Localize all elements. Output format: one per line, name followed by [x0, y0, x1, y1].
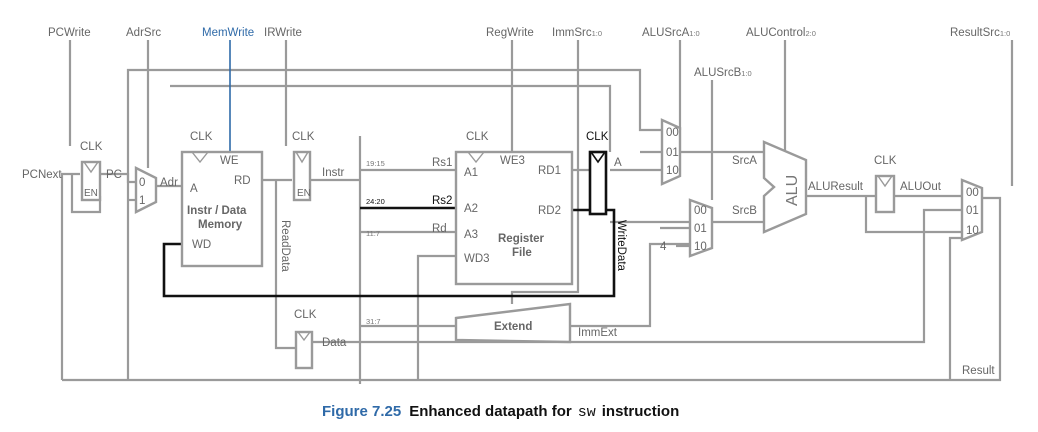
extend-label: Extend — [494, 321, 532, 333]
irwrite-label: IRWrite — [264, 27, 302, 39]
immsrc-label: ImmSrc1:0 — [552, 27, 602, 39]
adr-mux — [134, 166, 158, 214]
result-label: Result — [962, 365, 995, 377]
aluout-register — [874, 174, 896, 214]
regfile-we3: WE3 — [500, 155, 525, 167]
adr-mux-in1: 1 — [139, 195, 145, 207]
memwrite-label: MemWrite — [202, 27, 254, 39]
pc-label: PC — [106, 169, 122, 181]
bits-rd: 11:7 — [366, 229, 380, 238]
memory-title-2: Memory — [198, 219, 243, 231]
regfile-title-1: Register — [498, 233, 545, 245]
regfile-title-2: File — [512, 247, 532, 259]
memory-rd: RD — [234, 175, 251, 187]
srcb-mux — [688, 198, 714, 258]
writedata-label: WriteData — [615, 220, 627, 272]
clk-label-regfile: CLK — [466, 131, 489, 143]
pcwrite-label: PCWrite — [48, 27, 91, 39]
regfile-rd1: RD1 — [538, 165, 561, 177]
regfile-a1: A1 — [464, 167, 478, 179]
en-label-ir: EN — [297, 188, 311, 199]
memory-we: WE — [220, 155, 239, 167]
a-writedata-register — [588, 150, 608, 216]
caption-text: Enhanced datapath for — [409, 403, 572, 420]
caption-suffix: instruction — [602, 403, 680, 420]
bits-imm: 31:7 — [366, 317, 381, 326]
bits-rs1: 19:15 — [366, 159, 385, 168]
a-label: A — [614, 157, 622, 169]
srcb-mux-01: 01 — [694, 223, 707, 235]
clk-label-pc: CLK — [80, 141, 103, 153]
clk-label-aluout: CLK — [874, 155, 897, 167]
regfile-a3: A3 — [464, 229, 478, 241]
data-label: Data — [322, 337, 347, 349]
gray-wires — [60, 40, 1014, 384]
adr-label: Adr — [160, 177, 178, 189]
figure-caption: Figure 7.25 Enhanced datapath for sw instru… — [322, 403, 679, 421]
srca-mux-10: 10 — [666, 165, 679, 177]
memory-wd: WD — [192, 239, 211, 251]
regfile-rd2: RD2 — [538, 205, 561, 217]
extend-block — [454, 302, 572, 344]
aluresult-label: ALUResult — [808, 181, 864, 193]
alucontrol-label: ALUControl2:0 — [746, 27, 816, 39]
srcb-mux-00: 00 — [694, 205, 707, 217]
alusrcb-label: ALUSrcB1:0 — [694, 67, 752, 79]
regfile-wd3: WD3 — [464, 253, 490, 265]
result-mux-00: 00 — [966, 187, 979, 199]
pcnext-label: PCNext — [22, 169, 62, 181]
result-mux — [960, 178, 984, 242]
rs1-label: Rs1 — [432, 157, 452, 169]
readdata-label: ReadData — [279, 220, 291, 272]
pc-register — [80, 160, 102, 202]
srca-mux-00: 00 — [666, 127, 679, 139]
adrsrc-label: AdrSrc — [126, 27, 161, 39]
instruction-register — [292, 150, 312, 202]
aluout-label: ALUOut — [900, 181, 942, 193]
caption-code: sw — [578, 404, 596, 421]
alusrca-label: ALUSrcA1:0 — [642, 27, 700, 39]
resultsrc-label: ResultSrc1:0 — [950, 27, 1010, 39]
adr-mux-in0: 0 — [139, 177, 145, 189]
clk-label-ir: CLK — [292, 131, 315, 143]
clk-label-memory: CLK — [190, 131, 213, 143]
rd-label: Rd — [432, 223, 447, 235]
caption-number: Figure 7.25 — [322, 403, 401, 420]
srcb-mux-10: 10 — [694, 241, 707, 253]
result-mux-01: 01 — [966, 205, 979, 217]
highlighted-wires — [162, 206, 616, 298]
clk-label-a: CLK — [586, 131, 609, 143]
result-mux-10: 10 — [966, 225, 979, 237]
memory-a: A — [190, 183, 198, 195]
data-register — [294, 330, 314, 370]
rs2-label: Rs2 — [432, 195, 452, 207]
memory-title-1: Instr / Data — [187, 205, 247, 217]
clk-label-data: CLK — [294, 309, 317, 321]
en-label-pc: EN — [84, 188, 98, 199]
srca-label: SrcA — [732, 155, 757, 167]
alu-label: ALU — [784, 175, 801, 206]
register-file-block — [454, 150, 574, 286]
srca-mux-01: 01 — [666, 147, 679, 159]
srca-mux — [660, 118, 682, 186]
bits-rs2: 24:20 — [366, 197, 385, 206]
const-four: 4 — [660, 241, 667, 253]
immext-label: ImmExt — [578, 327, 618, 339]
alu-block — [762, 140, 808, 234]
memory-block — [180, 150, 264, 268]
regwrite-label: RegWrite — [486, 27, 534, 39]
srcb-label: SrcB — [732, 205, 757, 217]
instr-label: Instr — [322, 167, 345, 179]
regfile-a2: A2 — [464, 203, 478, 215]
